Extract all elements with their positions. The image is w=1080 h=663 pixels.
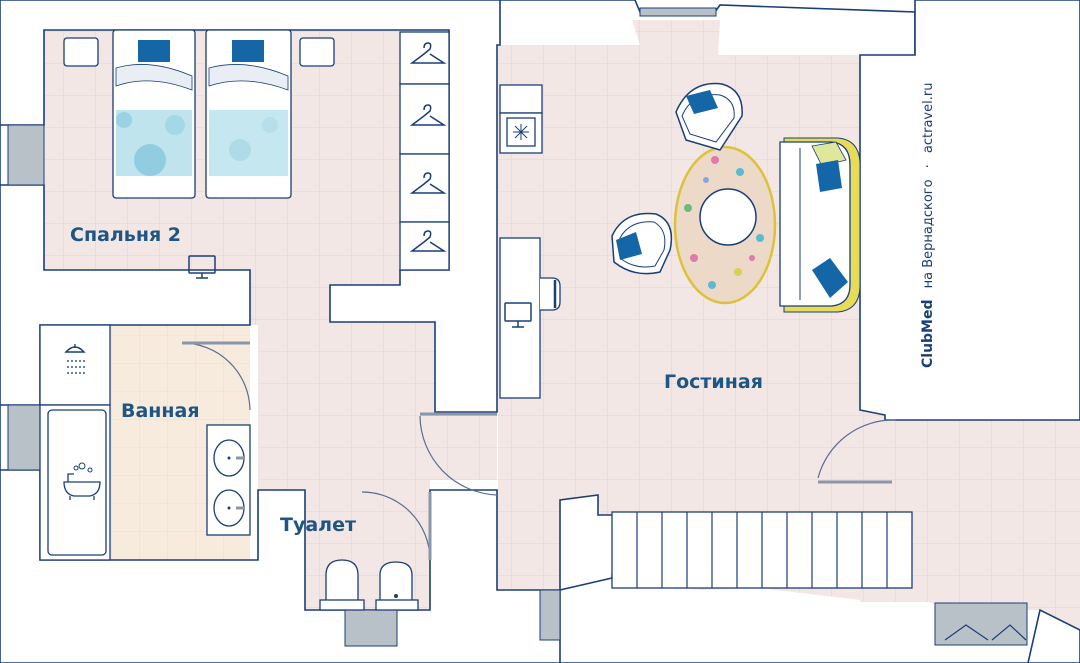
stairs-icon — [611, 511, 913, 589]
room-label-toilet: Туалет — [280, 514, 356, 536]
hanger-icon — [409, 42, 447, 252]
wardrobe — [399, 31, 450, 271]
bidet-icon — [375, 561, 419, 611]
windows — [7, 7, 1028, 647]
toilet-icon — [319, 559, 365, 611]
brand-separator: · — [921, 164, 936, 168]
doors — [181, 341, 1027, 641]
brand-location: на Вернадского — [921, 179, 936, 288]
armchair-icon — [611, 212, 673, 275]
sink-icon — [206, 424, 251, 536]
room-label-living: Гостиная — [664, 371, 763, 393]
rug-icon — [673, 145, 777, 305]
sofa-icon — [779, 137, 861, 313]
tv-icon — [188, 255, 216, 279]
desk — [499, 237, 561, 399]
room-label-bedroom: Спальня 2 — [70, 224, 181, 246]
brand-logo: ClubMed — [920, 299, 936, 368]
shower-icon — [39, 324, 111, 406]
corridor-floor — [250, 270, 497, 490]
svg-text:ClubMed на Вернадского: ClubMed на Вернадского · actravel.ru — [917, 83, 936, 368]
armchair-icon — [675, 82, 743, 151]
bed-icon — [63, 29, 335, 199]
brand-site: actravel.ru — [921, 83, 936, 154]
room-label-bathroom: Ванная — [121, 400, 200, 422]
tv-icon — [504, 302, 532, 328]
safe-icon — [499, 84, 543, 154]
brand-caption: ClubMed на Вернадского · actravel.ru — [917, 83, 936, 368]
living-floor — [495, 20, 1080, 630]
bathtub-icon — [39, 404, 111, 561]
